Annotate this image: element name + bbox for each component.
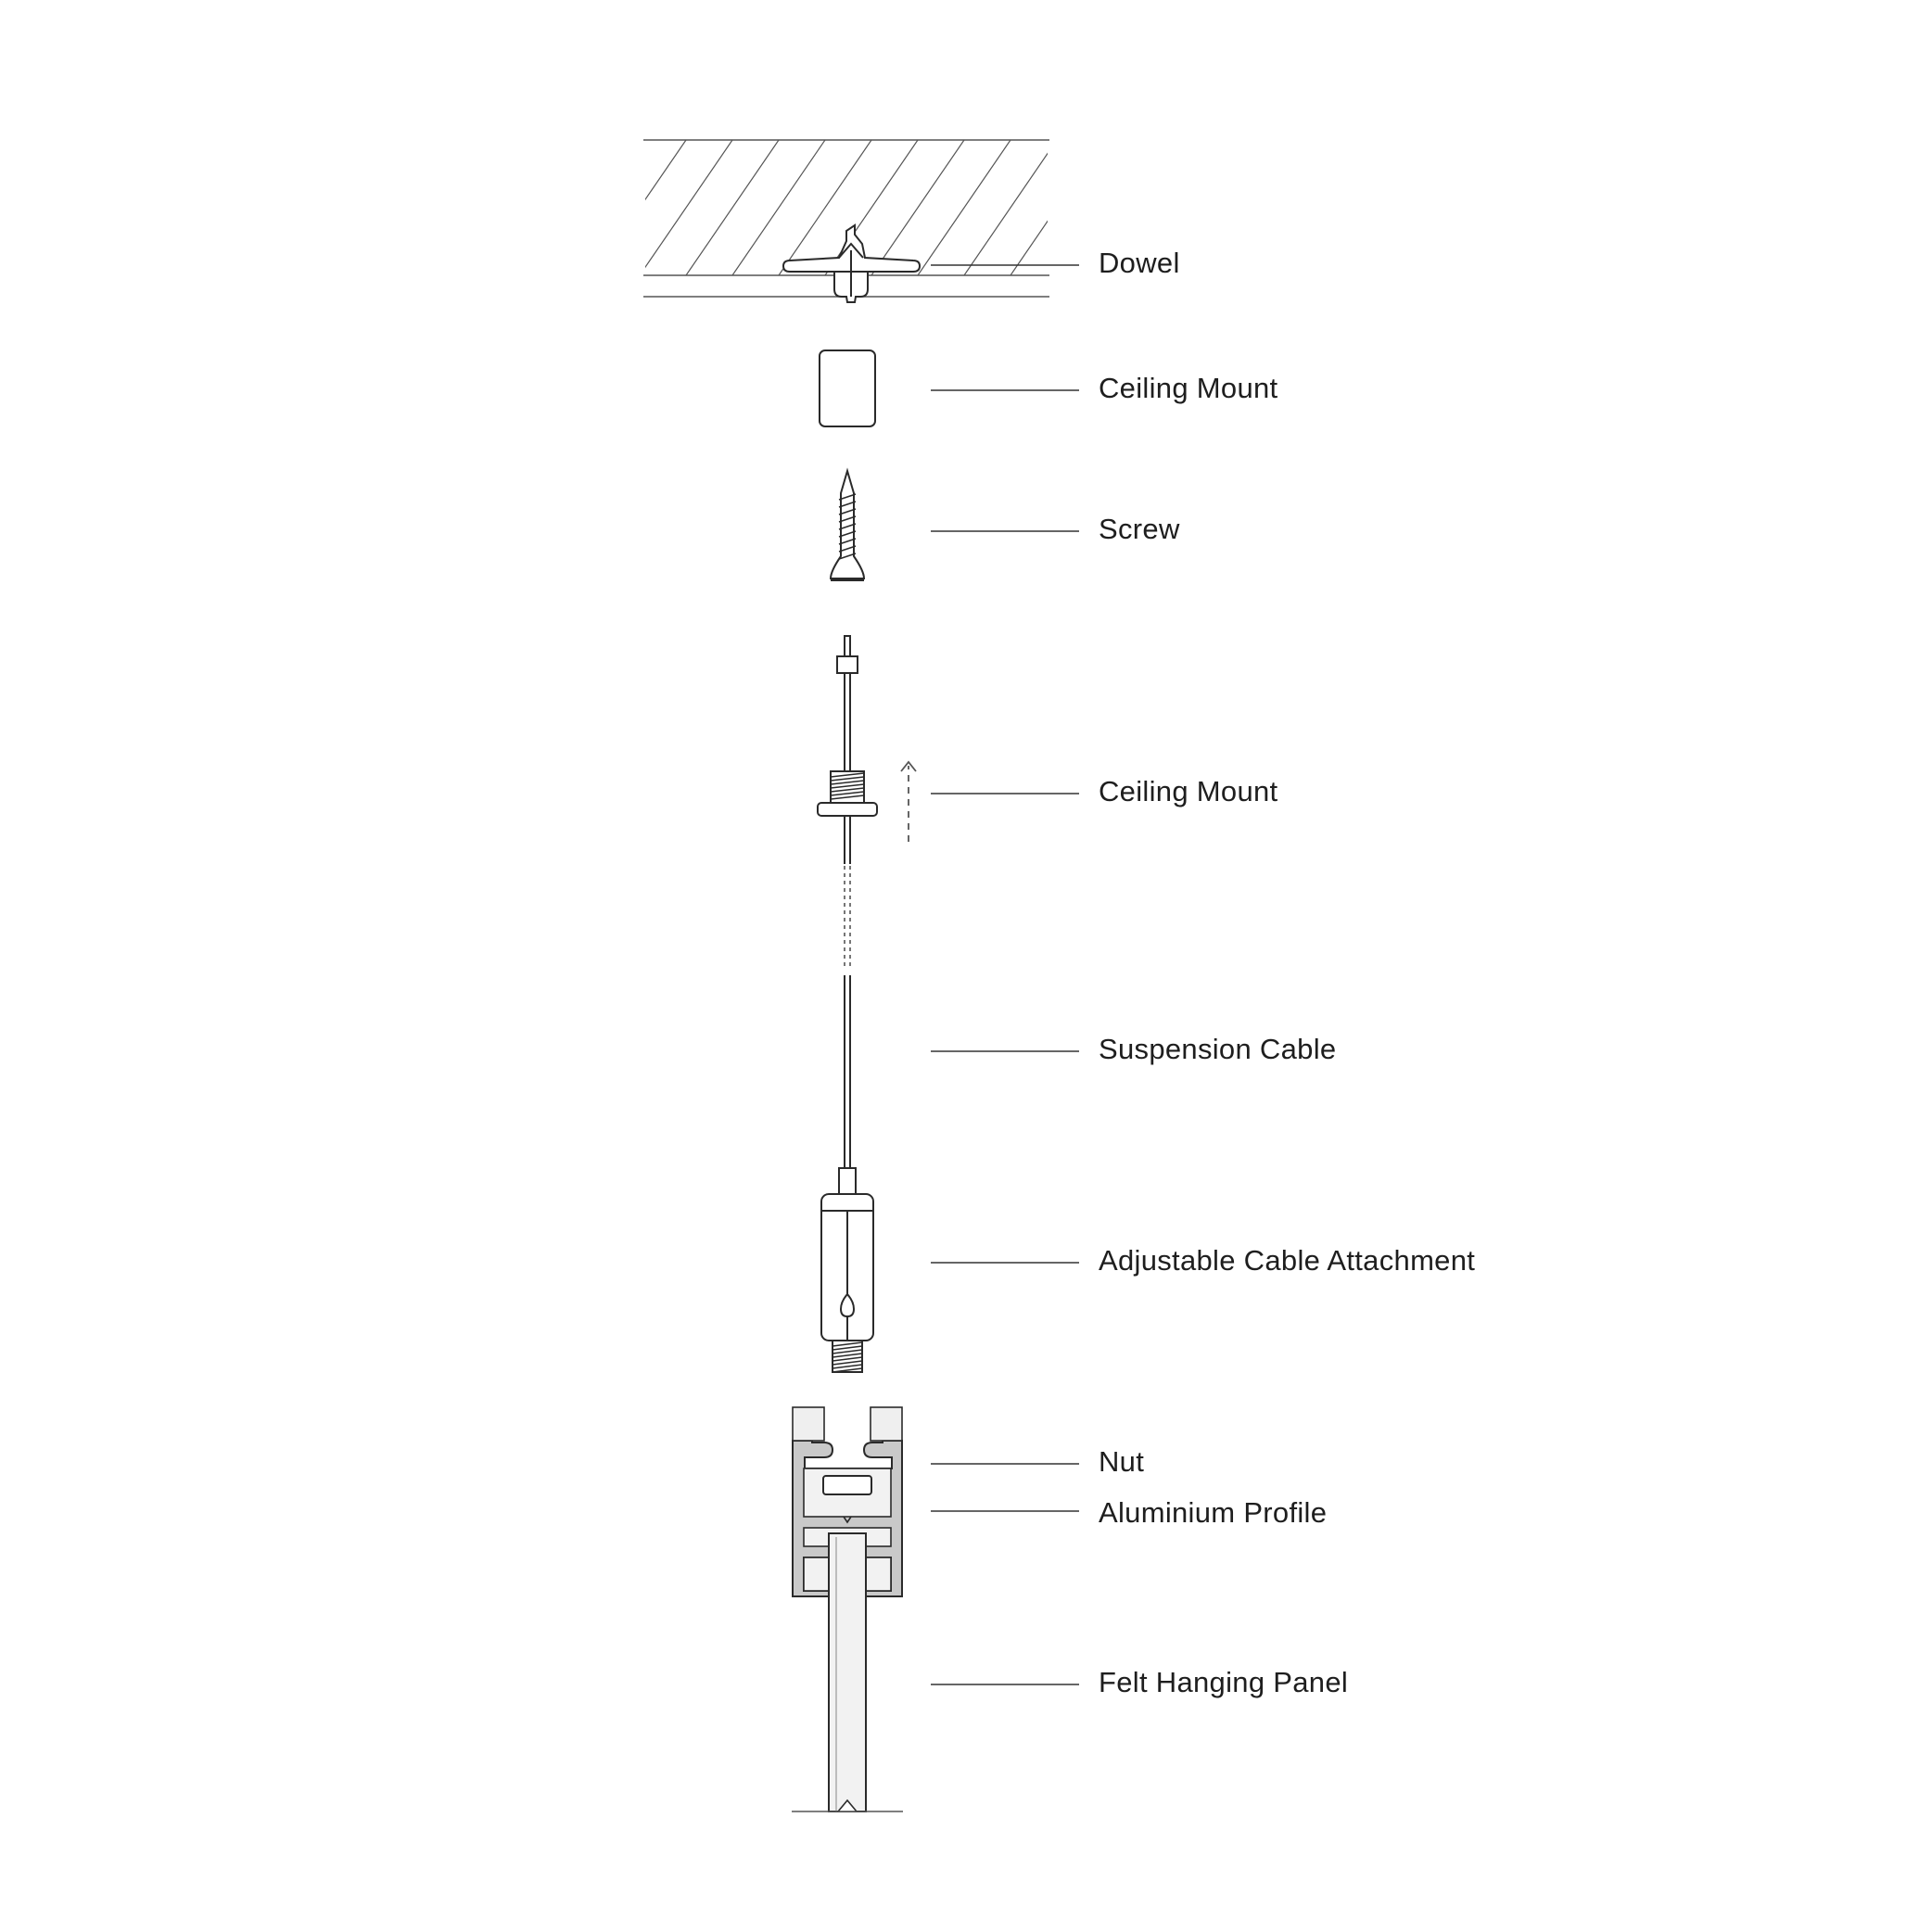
label-felt-hanging-panel: Felt Hanging Panel — [1099, 1666, 1348, 1698]
label-ceiling-mount-1: Ceiling Mount — [1099, 372, 1278, 404]
arrow-up-icon — [900, 760, 917, 772]
ceiling-mount-block — [819, 350, 876, 427]
ceiling-hatching — [645, 140, 1048, 275]
label-nut: Nut — [1099, 1445, 1144, 1478]
mount-threads — [830, 772, 865, 800]
suspension-cable-part — [844, 816, 851, 1168]
ceiling-section — [643, 139, 1049, 298]
label-suspension-cable: Suspension Cable — [1099, 1033, 1336, 1065]
label-adjustable-cable-attachment: Adjustable Cable Attachment — [1099, 1244, 1475, 1277]
adjustable-cable-attachment-part — [820, 1167, 874, 1373]
part-labels: Dowel Ceiling Mount Screw Ceiling Mount … — [1099, 247, 1475, 1698]
leader-lines — [931, 264, 1079, 1685]
nut-shape — [822, 1475, 872, 1495]
screw-threads — [838, 493, 857, 560]
label-ceiling-mount-2: Ceiling Mount — [1099, 775, 1278, 807]
dowel-part — [782, 223, 922, 303]
felt-hanging-panel-part — [792, 1532, 903, 1812]
attachment-threads — [832, 1341, 863, 1373]
label-aluminium-profile: Aluminium Profile — [1099, 1496, 1327, 1529]
label-screw: Screw — [1099, 513, 1180, 545]
ceiling-mount-threaded — [817, 635, 917, 842]
label-dowel: Dowel — [1099, 247, 1180, 279]
screw-part — [829, 467, 866, 581]
